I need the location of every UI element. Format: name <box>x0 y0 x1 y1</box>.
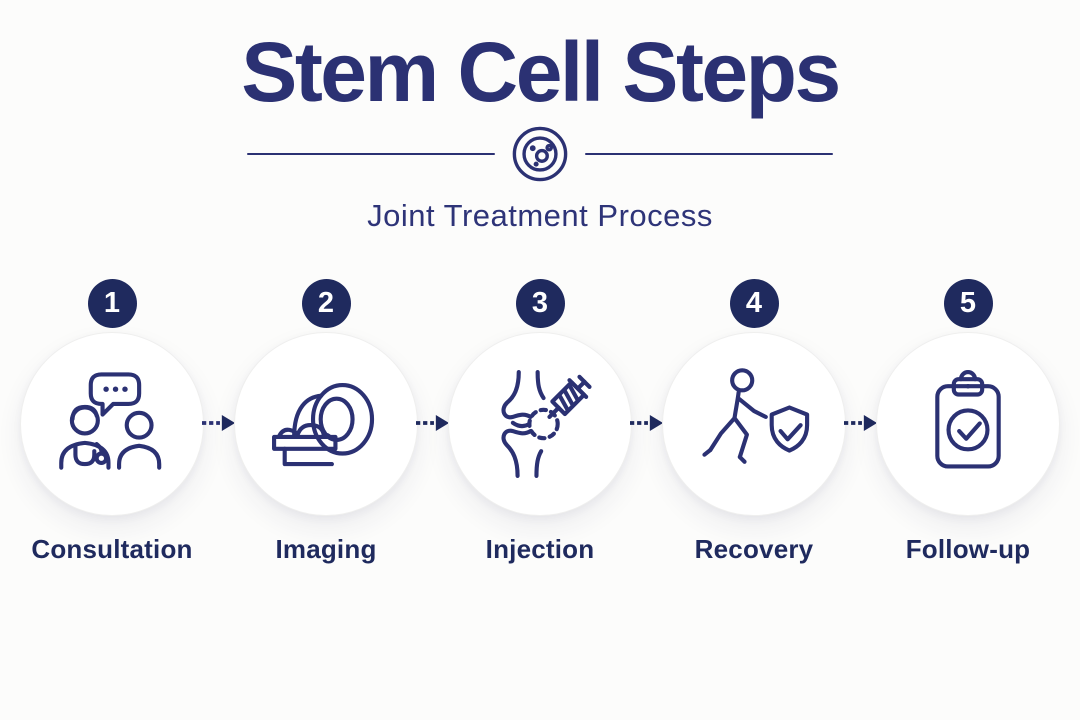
step-number-badge: 2 <box>301 279 351 328</box>
step-number-badge: 4 <box>729 279 779 328</box>
title-divider <box>0 124 1080 184</box>
header: Stem Cell Steps Joint Treatment Process <box>0 0 1080 234</box>
dashed-arrow-right-icon <box>630 414 664 432</box>
step-icon-circle <box>662 332 846 516</box>
dashed-arrow-right-icon <box>202 414 236 432</box>
step-label: Consultation <box>31 534 193 564</box>
step-icon-circle <box>20 332 204 516</box>
step-number-badge: 1 <box>87 279 137 328</box>
dashed-arrow-right-icon <box>844 414 878 432</box>
step-label: Follow-up <box>905 534 1031 564</box>
knee-joint-syringe-icon <box>501 370 592 478</box>
step-label: Imaging <box>275 534 377 564</box>
step-label: Recovery <box>694 534 814 564</box>
step-follow-up: 5 Follow-up <box>870 279 1066 565</box>
step-injection: 3 <box>442 279 638 565</box>
page-subtitle: Joint Treatment Process <box>367 198 713 234</box>
dashed-arrow-right-icon <box>416 414 450 432</box>
step-number-badge: 5 <box>943 279 993 328</box>
step-icon-circle <box>876 332 1060 516</box>
page-title: Stem Cell Steps <box>241 25 841 119</box>
doctor-patient-consultation-icon <box>59 372 162 470</box>
step-number-badge: 3 <box>515 279 565 328</box>
steps-row: 1 Consultation <box>0 279 1080 565</box>
divider-line-right <box>585 152 833 156</box>
clipboard-check-icon <box>935 370 1001 469</box>
step-label: Injection <box>485 534 595 564</box>
step-icon-circle <box>234 332 418 516</box>
step-imaging: 2 Imaging <box>228 279 424 565</box>
mri-scanner-icon <box>272 382 375 467</box>
walking-person-shield-check-icon <box>702 368 810 464</box>
step-consultation: 1 Consultation <box>14 279 210 565</box>
step-recovery: 4 Recovery <box>656 279 852 565</box>
stem-cell-icon <box>512 126 568 182</box>
step-icon-circle <box>448 332 632 516</box>
divider-line-left <box>247 152 495 156</box>
